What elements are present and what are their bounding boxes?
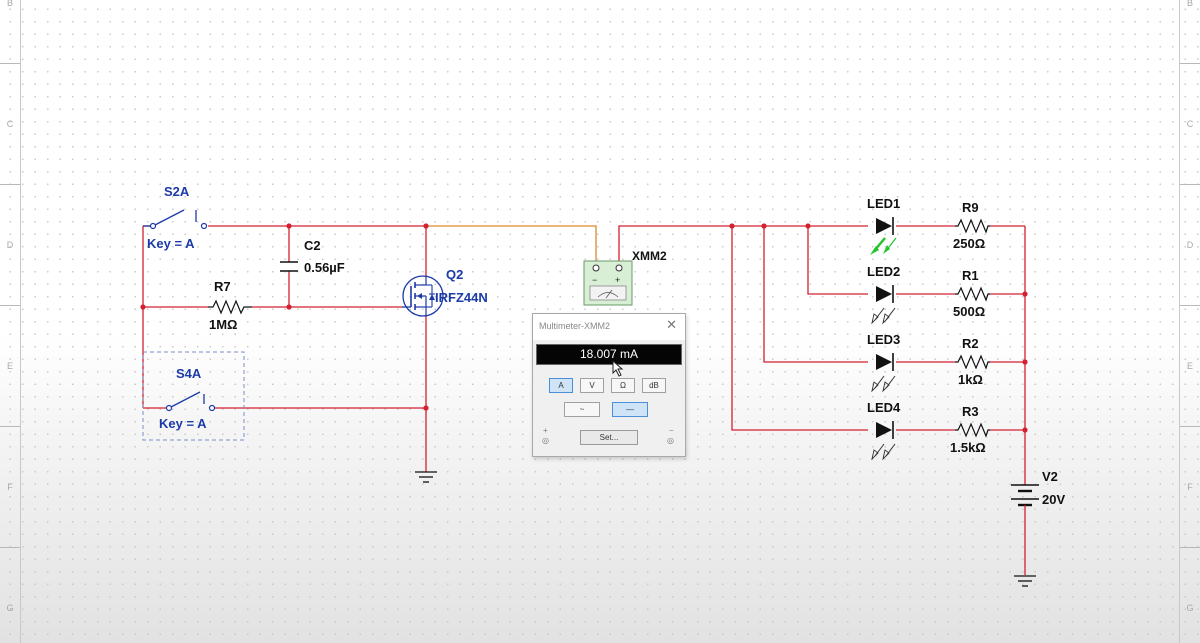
row-divider <box>0 426 20 427</box>
v2-label: V2 <box>1042 469 1058 484</box>
row-label-b-right: B <box>1186 0 1193 8</box>
ac-mode-button[interactable]: ~ <box>564 402 600 417</box>
mosfet-q2[interactable] <box>402 275 444 317</box>
switch-s4a[interactable] <box>165 391 216 412</box>
multimeter-panel[interactable]: Multimeter-XMM2 ✕ 18.007 mA A V Ω dB ~ —… <box>532 313 686 457</box>
row-label-c-left: C <box>6 119 14 129</box>
row-divider <box>0 63 20 64</box>
row-divider <box>1180 426 1200 427</box>
r1-value: 500Ω <box>953 304 985 319</box>
multimeter-xmm2-icon[interactable]: − + <box>583 260 633 306</box>
wire[interactable] <box>807 226 868 295</box>
s4a-selection-box[interactable] <box>142 351 245 441</box>
row-label-f-right: F <box>1187 482 1193 492</box>
row-label-g-right: G <box>1186 603 1194 613</box>
led4[interactable] <box>871 421 896 461</box>
resistor-r9[interactable] <box>955 218 990 234</box>
multimeter-title: Multimeter-XMM2 <box>539 321 611 331</box>
r9-label: R9 <box>962 200 979 215</box>
plus-terminal-label: + <box>543 426 548 435</box>
voltage-source-v2[interactable] <box>1011 484 1039 510</box>
meter-plus-symbol: + <box>615 275 620 285</box>
row-divider <box>0 305 20 306</box>
row-divider <box>1180 184 1200 185</box>
ac-wave-icon: ~ <box>579 405 585 414</box>
capacitor-c2[interactable] <box>280 261 298 272</box>
row-divider <box>0 184 20 185</box>
led3-label: LED3 <box>867 332 900 347</box>
led1-label: LED1 <box>867 196 900 211</box>
dc-line-icon: — <box>626 405 634 414</box>
row-label-b-left: B <box>6 0 13 8</box>
multimeter-reading: 18.007 mA <box>536 344 682 365</box>
s4a-key-label: Key = A <box>159 416 207 431</box>
led4-label: LED4 <box>867 400 901 415</box>
ground-symbol[interactable] <box>415 471 437 483</box>
r9-value: 250Ω <box>953 236 985 251</box>
mouse-cursor-icon <box>612 360 624 377</box>
junctions <box>140 223 1028 433</box>
mode-voltmeter-button[interactable]: V <box>580 378 604 393</box>
r2-label: R2 <box>962 336 979 351</box>
r3-label: R3 <box>962 404 979 419</box>
minus-terminal-label: − <box>669 426 674 435</box>
q2-label: Q2 <box>446 267 463 282</box>
resistor-r2[interactable] <box>955 354 990 370</box>
c2-label: C2 <box>304 238 321 253</box>
resistor-r3[interactable] <box>955 422 990 438</box>
left-sheet-border <box>0 0 21 643</box>
row-label-e-right: E <box>1186 361 1193 371</box>
led2[interactable] <box>871 285 896 325</box>
row-label-g-left: G <box>6 603 14 613</box>
led3[interactable] <box>871 353 896 393</box>
ground-symbol[interactable] <box>1014 575 1036 587</box>
switch-s2a[interactable] <box>143 209 208 230</box>
row-divider <box>1180 305 1200 306</box>
mode-ammeter-button[interactable]: A <box>549 378 573 393</box>
led1[interactable] <box>870 217 897 255</box>
mode-decibel-button[interactable]: dB <box>642 378 666 393</box>
led2-label: LED2 <box>867 264 900 279</box>
wire[interactable] <box>731 226 868 431</box>
dc-mode-button[interactable]: — <box>612 402 648 417</box>
v2-value: 20V <box>1042 492 1065 507</box>
q2-value: IRFZ44N <box>435 290 488 305</box>
row-divider <box>1180 547 1200 548</box>
row-label-e-left: E <box>6 361 13 371</box>
s2a-key-label: Key = A <box>147 236 195 251</box>
close-icon[interactable]: ✕ <box>666 317 677 332</box>
plus-terminal-icon[interactable]: ◎ <box>542 436 549 445</box>
row-label-d-right: D <box>1186 240 1194 250</box>
row-label-c-right: C <box>1186 119 1194 129</box>
resistor-r7[interactable] <box>208 299 252 315</box>
minus-terminal-icon[interactable]: ◎ <box>667 436 674 445</box>
r1-label: R1 <box>962 268 979 283</box>
s4a-label: S4A <box>176 366 202 381</box>
r3-value: 1.5kΩ <box>950 440 986 455</box>
row-label-f-left: F <box>7 482 13 492</box>
right-sheet-border <box>1179 0 1200 643</box>
resistor-r1[interactable] <box>955 286 990 302</box>
meter-minus-symbol: − <box>592 275 597 285</box>
r7-label: R7 <box>214 279 231 294</box>
wire[interactable] <box>763 226 868 363</box>
row-divider <box>0 547 20 548</box>
r7-value: 1MΩ <box>209 317 237 332</box>
multimeter-titlebar[interactable]: Multimeter-XMM2 ✕ <box>533 314 685 340</box>
row-label-d-left: D <box>6 240 14 250</box>
c2-value: 0.56µF <box>304 260 345 275</box>
s2a-label: S2A <box>164 184 190 199</box>
mode-ohmmeter-button[interactable]: Ω <box>611 378 635 393</box>
wire-orange[interactable] <box>426 225 597 264</box>
xmm2-label: XMM2 <box>632 249 667 263</box>
set-button[interactable]: Set... <box>580 430 638 445</box>
row-divider <box>1180 63 1200 64</box>
wire[interactable] <box>618 225 808 264</box>
r2-value: 1kΩ <box>958 372 983 387</box>
